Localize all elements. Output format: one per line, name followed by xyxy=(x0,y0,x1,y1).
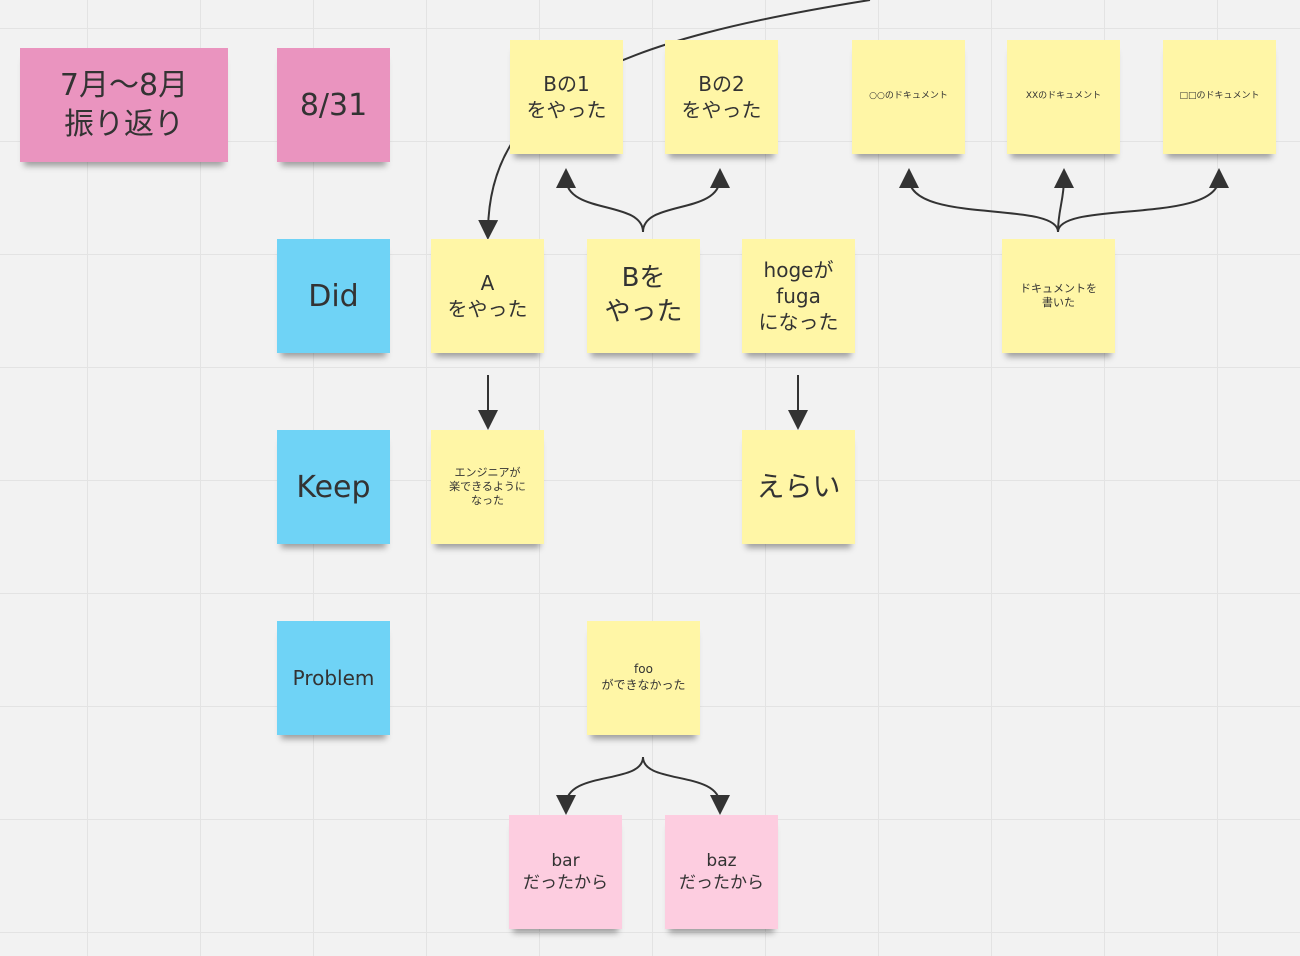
note-hoge[interactable]: hogeが fuga になった xyxy=(742,239,855,353)
note-b2[interactable]: Bの2 をやった xyxy=(665,40,778,154)
note-foo[interactable]: foo ができなかった xyxy=(587,621,700,735)
note-b-did[interactable]: Bを やった xyxy=(587,239,700,353)
arrow-b-to-b2 xyxy=(642,168,730,233)
note-bar[interactable]: bar だったから xyxy=(509,815,622,929)
note-problem[interactable]: Problem xyxy=(277,621,390,735)
arrow-foo-to-bar xyxy=(556,756,644,815)
note-doc-did[interactable]: ドキュメントを 書いた xyxy=(1002,239,1115,353)
note-doc3[interactable]: □□のドキュメント xyxy=(1163,40,1276,154)
note-title[interactable]: 7月〜8月 振り返り xyxy=(20,48,228,162)
note-a-did[interactable]: A をやった xyxy=(431,239,544,353)
note-date[interactable]: 8/31 xyxy=(277,48,390,162)
note-baz[interactable]: baz だったから xyxy=(665,815,778,929)
arrow-foo-to-baz xyxy=(642,756,730,815)
note-doc1[interactable]: ○○のドキュメント xyxy=(852,40,965,154)
arrow-doc-to-doc1 xyxy=(899,168,1059,233)
arrow-doc-to-doc2 xyxy=(1053,168,1074,233)
note-did[interactable]: Did xyxy=(277,239,390,353)
note-erai[interactable]: えらい xyxy=(742,430,855,544)
note-keep[interactable]: Keep xyxy=(277,430,390,544)
note-b1[interactable]: Bの1 をやった xyxy=(510,40,623,154)
arrow-b-to-b1 xyxy=(556,168,644,233)
note-doc2[interactable]: XXのドキュメント xyxy=(1007,40,1120,154)
arrow-doc-to-doc3 xyxy=(1057,168,1229,233)
note-engineer[interactable]: エンジニアが 楽できるように なった xyxy=(431,430,544,544)
